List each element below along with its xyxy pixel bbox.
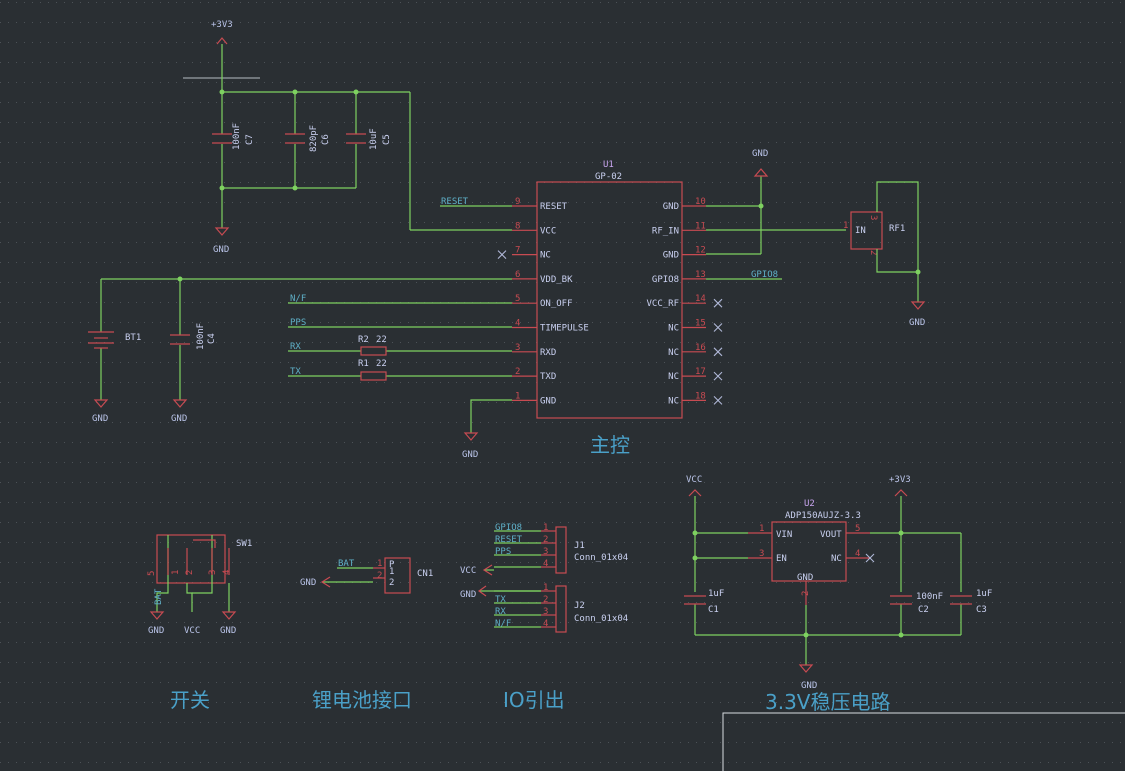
section-title-io: IO引出 (503, 688, 565, 712)
u1-pin-name: RXD (540, 348, 556, 358)
u1-pin-num: 5 (515, 294, 520, 304)
capacitor-c4[interactable]: 100nF C4 GND (170, 279, 217, 424)
net-tx: TX (290, 367, 301, 377)
j1-net-label: GPIO8 (495, 523, 522, 533)
connector-cn1[interactable]: BAT 1 2 P 1 2 CN1 GND (300, 557, 433, 594)
j1-pin-num: 4 (543, 559, 548, 569)
title-block-frame (722, 712, 1125, 771)
u1-pin-name: RF_IN (652, 226, 679, 236)
capacitor-c6[interactable]: 820pF C6 (285, 125, 331, 152)
u1-pin-num: 10 (695, 197, 706, 207)
j2-pin-num: 1 (543, 583, 548, 593)
u1-gp02[interactable]: U1 GP-02 (536, 160, 683, 419)
u1-pin-name: NC (540, 251, 551, 261)
u1-pin-name: ON_OFF (540, 299, 573, 309)
u1-pin-name: NC (668, 396, 679, 406)
c7-ref: C7 (245, 134, 255, 145)
section-title-switch: 开关 (170, 688, 210, 712)
u1-pin-num: 16 (695, 343, 706, 353)
net-pps: PPS (290, 318, 306, 328)
j2-net-label: N/F (495, 619, 511, 629)
u1-pin-num: 4 (515, 319, 520, 329)
u1-pin-name: GPIO8 (652, 275, 679, 285)
u1-pin-num: 15 (695, 319, 706, 329)
gnd-caps: GND (213, 227, 230, 255)
u1-pin-num: 18 (695, 391, 706, 401)
u1-pin-name: NC (668, 348, 679, 358)
net-rx: RX (290, 342, 301, 352)
switch-sw1[interactable]: 5 1 2 3 4 BAT SW1 GND VCC GND (147, 534, 252, 636)
u1-right-nets: GND GPIO8 (706, 149, 846, 280)
u1-pin-num: 14 (695, 294, 706, 304)
top-decoupling: 100nF C7 820pF C6 10uF C5 +3V3 GND (183, 20, 512, 255)
u1-value: GP-02 (595, 172, 622, 182)
u1-pin-name: NC (668, 372, 679, 382)
u1-pin-num: 3 (515, 343, 520, 353)
u1-pin-num: 11 (695, 221, 706, 231)
section-title-main: 主控 (590, 433, 630, 457)
j1-net-label: PPS (495, 547, 511, 557)
u1-pin-num: 12 (695, 246, 706, 256)
u1-pin-name: NC (668, 324, 679, 334)
section-title-battery: 锂电池接口 (312, 688, 412, 712)
u1-pin-name: TIMEPULSE (540, 324, 589, 334)
capacitor-c1[interactable]: 1uF C1 (684, 589, 724, 615)
section-title-regulator: 3.3V稳压电路 (765, 690, 891, 714)
capacitor-c5[interactable]: 10uF C5 (346, 128, 392, 150)
j1-net-label: RESET (495, 535, 523, 545)
battery-bt1[interactable]: BT1 GND (88, 279, 141, 424)
u1-pin-num: 13 (695, 270, 706, 280)
u1-pin-name: GND (540, 396, 556, 406)
antenna-rf1[interactable]: IN 1 3 2 RF1 GND (843, 181, 926, 328)
j2-net-label: TX (495, 595, 506, 605)
j1-pin-num: 1 (543, 523, 548, 533)
c5-ref: C5 (382, 134, 392, 145)
net-gpio8: GPIO8 (751, 270, 778, 280)
u1-pin-num: 17 (695, 367, 706, 377)
capacitor-c3[interactable]: 1uF C3 (950, 589, 992, 615)
j2-pin-num: 2 (543, 595, 548, 605)
net-reset: RESET (441, 197, 469, 207)
u1-left-nets: RESET N/F PPS RX TX GND (101, 197, 512, 460)
u1-pin-name: TXD (540, 372, 556, 382)
u1-pin-name: GND (663, 202, 679, 212)
c5-value: 10uF (369, 128, 379, 150)
j2-pin-num: 3 (543, 607, 548, 617)
c6-ref: C6 (321, 134, 331, 145)
u1-pin-num: 1 (515, 391, 520, 401)
j2-pin-num: 4 (543, 619, 548, 629)
u1-pin-name: VCC_RF (646, 299, 679, 309)
u1-ref: U1 (603, 160, 614, 170)
regulator-u2[interactable]: U2 ADP150AUJZ-3.3 VIN EN VOUT NC GND 1 3… (748, 499, 875, 605)
u1-pin-num: 6 (515, 270, 520, 280)
c6-value: 820pF (309, 125, 319, 152)
capacitor-c2[interactable]: 100nF C2 (890, 592, 943, 615)
j1-pin-num: 2 (543, 535, 548, 545)
capacitor-c7[interactable]: 100nF C7 (212, 123, 255, 150)
j2-net-label: RX (495, 607, 506, 617)
regulator-wiring: VCC GND +3V3 (686, 475, 962, 691)
u1-pin-name: GND (663, 251, 679, 261)
u1-pin-num: 8 (515, 221, 520, 231)
u1-pin-num: 9 (515, 197, 520, 207)
u1-pin-num: 7 (515, 246, 520, 256)
net-nf: N/F (290, 294, 306, 304)
resistor-r1[interactable]: R1 22 (358, 359, 387, 381)
u1-pin-name: RESET (540, 202, 568, 212)
u1-pin-name: VDD_BK (540, 275, 573, 285)
u1-pin-name: VCC (540, 226, 556, 236)
j1-pin-num: 3 (543, 547, 548, 557)
power-3v3-top: +3V3 (211, 20, 233, 45)
u1-pin-num: 2 (515, 367, 520, 377)
c7-value: 100nF (232, 123, 242, 150)
resistor-r2[interactable]: R2 22 (358, 335, 387, 356)
